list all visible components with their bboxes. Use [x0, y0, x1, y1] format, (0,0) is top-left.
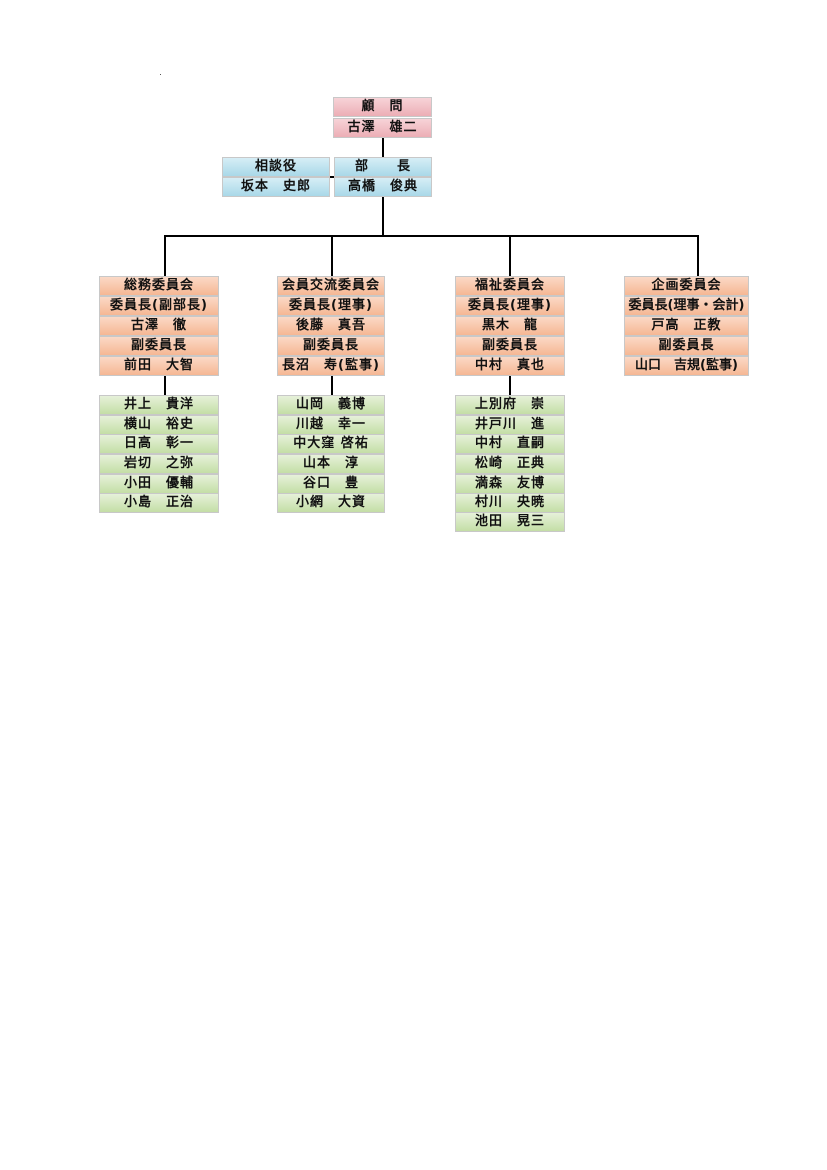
drop-kikaku — [697, 235, 699, 277]
member: 山岡 義博 — [277, 395, 385, 415]
member: 池田 晃三 — [455, 512, 565, 532]
head-name: 高橋 俊典 — [334, 177, 432, 197]
drop-fukushi — [509, 235, 511, 277]
committee-row: 後藤 真吾 — [277, 316, 385, 336]
member: 井戸川 進 — [455, 415, 565, 435]
member: 小田 優輔 — [99, 474, 219, 494]
committee-row: 戸高 正教 — [624, 316, 749, 336]
member: 川越 幸一 — [277, 415, 385, 435]
members-connector-kouryu — [331, 375, 333, 395]
member: 井上 貴洋 — [99, 395, 219, 415]
consultant-role: 相談役 — [222, 157, 330, 177]
drop-kouryu — [331, 235, 333, 277]
stray-dot — [160, 74, 161, 75]
committee-row: 古澤 徹 — [99, 316, 219, 336]
committee-bus — [164, 235, 699, 237]
advisor-name: 古澤 雄二 — [333, 118, 432, 138]
committee-row: 委員長(理事・会計) — [624, 296, 749, 316]
members-connector-fukushi — [509, 375, 511, 395]
member: 満森 友博 — [455, 474, 565, 494]
member: 中村 直嗣 — [455, 434, 565, 454]
committee-row: 副委員長 — [99, 336, 219, 356]
committee-row: 中村 真也 — [455, 356, 565, 376]
consultant-name: 坂本 史郎 — [222, 177, 330, 197]
committee-row: 副委員長 — [455, 336, 565, 356]
head-role: 部 長 — [334, 157, 432, 177]
drop-soumu — [164, 235, 166, 277]
member: 横山 裕史 — [99, 415, 219, 435]
member: 上別府 崇 — [455, 395, 565, 415]
member: 中大窪 啓祐 — [277, 434, 385, 454]
committee-row: 山口 吉規(監事) — [624, 356, 749, 376]
member: 小網 大資 — [277, 493, 385, 513]
committee-row: 副委員長 — [624, 336, 749, 356]
committee-row: 委員長(副部長) — [99, 296, 219, 316]
committee-title: 総務委員会 — [99, 276, 219, 296]
committee-title: 企画委員会 — [624, 276, 749, 296]
head-connector — [382, 197, 384, 236]
member: 谷口 豊 — [277, 474, 385, 494]
committee-title: 福祉委員会 — [455, 276, 565, 296]
consultant-connector — [330, 176, 334, 178]
member: 村川 央暁 — [455, 493, 565, 513]
member: 日高 彰一 — [99, 434, 219, 454]
committee-row: 前田 大智 — [99, 356, 219, 376]
committee-row: 副委員長 — [277, 336, 385, 356]
members-connector-soumu — [164, 375, 166, 395]
committee-row: 委員長(理事) — [455, 296, 565, 316]
committee-row: 黒木 龍 — [455, 316, 565, 336]
committee-row: 長沼 寿(監事) — [277, 356, 385, 376]
advisor-role: 顧 問 — [333, 97, 432, 117]
member: 小島 正治 — [99, 493, 219, 513]
advisor-connector — [382, 138, 384, 157]
member: 岩切 之弥 — [99, 454, 219, 474]
committee-title: 会員交流委員会 — [277, 276, 385, 296]
committee-row: 委員長(理事) — [277, 296, 385, 316]
member: 山本 淳 — [277, 454, 385, 474]
member: 松崎 正典 — [455, 454, 565, 474]
